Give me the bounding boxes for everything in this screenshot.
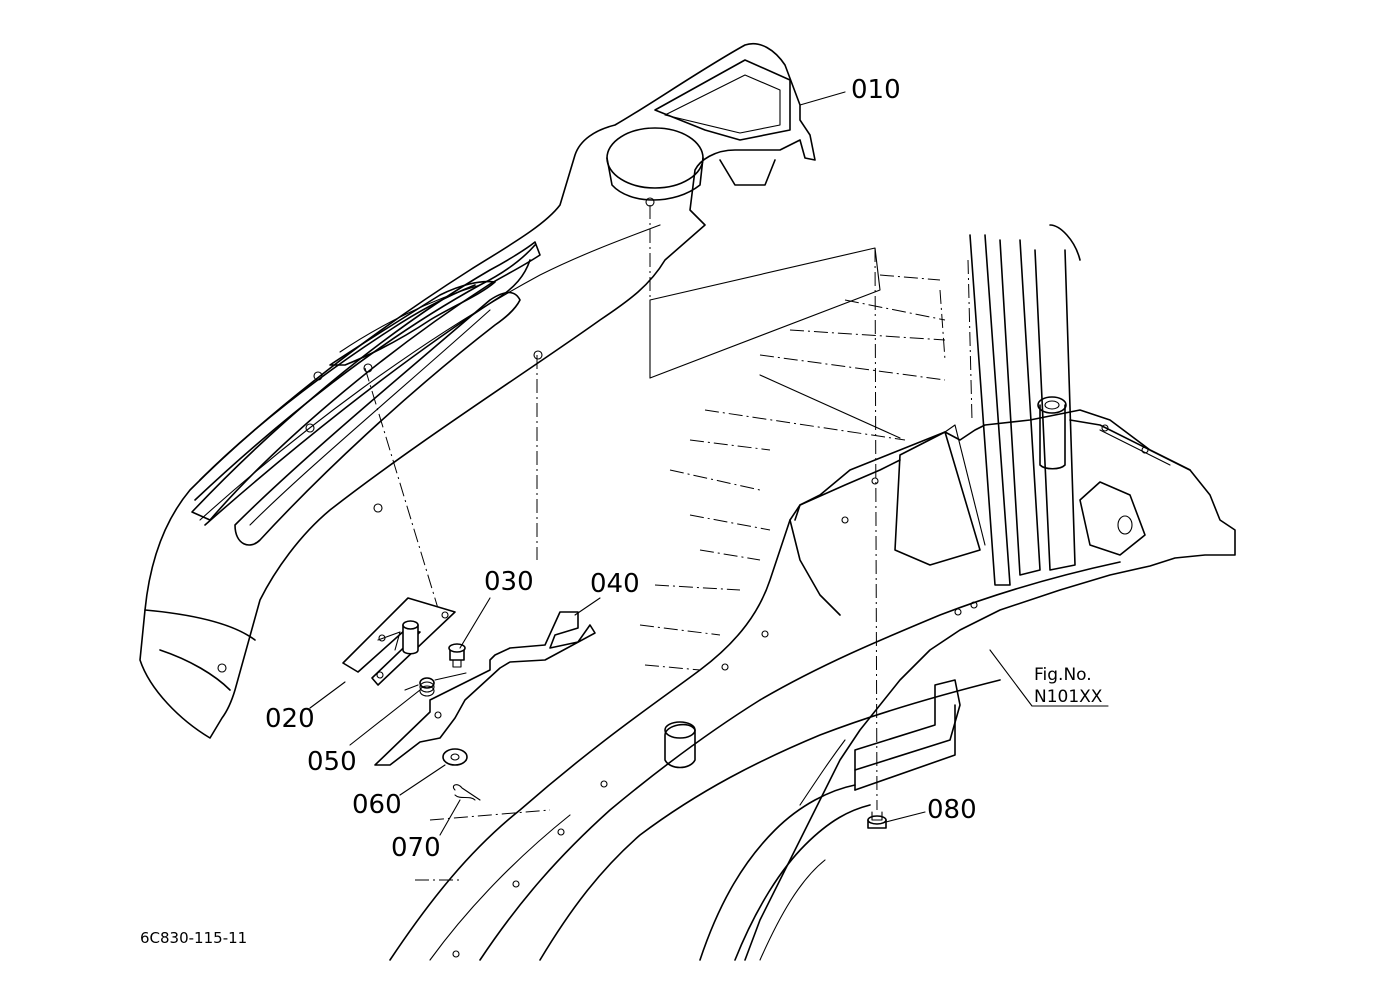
clip-pin-part-070 [452, 784, 481, 801]
plate-part-020 [342, 597, 456, 686]
callout-040: 040 [590, 569, 640, 599]
fender-part-010 [139, 43, 816, 739]
pin-part [402, 620, 419, 655]
spring-part-050 [404, 672, 467, 697]
tractor-frame [389, 224, 1236, 961]
figure-ref-number: N101XX [1034, 687, 1103, 707]
leader-lines [309, 91, 1109, 836]
figure-ref-label: Fig.No. [1034, 665, 1092, 685]
callout-030: 030 [484, 567, 534, 597]
callout-050: 050 [307, 747, 357, 777]
callout-060: 060 [352, 790, 402, 820]
bolt-part-030 [448, 643, 466, 668]
washer-part-060 [442, 748, 468, 766]
phantom-lines [364, 205, 973, 881]
screw-part-080 [867, 811, 887, 829]
callout-010: 010 [851, 75, 901, 105]
bracket-part-040 [374, 611, 596, 766]
callout-080: 080 [927, 795, 977, 825]
drawing-code: 6C830-115-11 [140, 929, 247, 947]
callout-020: 020 [265, 704, 315, 734]
callout-070: 070 [391, 833, 441, 863]
